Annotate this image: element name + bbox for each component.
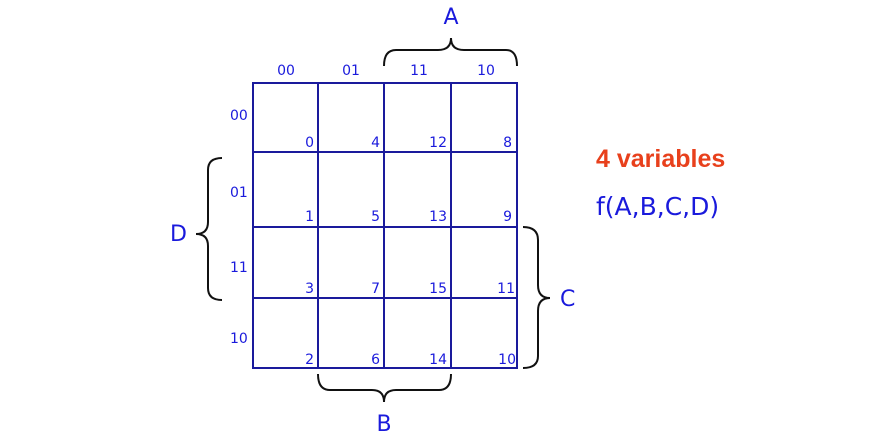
variable-label-d: D bbox=[170, 222, 187, 247]
cell-number: 8 bbox=[503, 135, 512, 151]
cell-number: 13 bbox=[429, 209, 447, 225]
row-codes: 00 01 11 10 bbox=[230, 108, 248, 347]
title: 4 variables bbox=[596, 145, 725, 173]
column-code: 00 bbox=[277, 63, 295, 79]
kmap-grid bbox=[252, 82, 518, 369]
cell-number: 5 bbox=[371, 209, 380, 225]
row-code: 11 bbox=[230, 260, 248, 276]
variable-label-a: A bbox=[443, 5, 458, 30]
cell-number: 4 bbox=[371, 135, 380, 151]
column-code: 10 bbox=[477, 63, 495, 79]
row-code: 01 bbox=[230, 185, 248, 201]
top-brace bbox=[383, 37, 518, 67]
bottom-brace bbox=[317, 373, 452, 403]
left-brace bbox=[195, 157, 223, 301]
cell-numbers: 0 4 12 8 1 5 13 9 3 7 15 11 2 6 14 10 bbox=[305, 135, 516, 368]
right-brace bbox=[522, 226, 551, 369]
variable-label-b: B bbox=[376, 412, 391, 436]
variable-label-c: C bbox=[560, 287, 575, 312]
cell-number: 11 bbox=[497, 281, 515, 297]
cell-number: 14 bbox=[429, 352, 447, 368]
cell-number: 6 bbox=[371, 352, 380, 368]
cell-number: 9 bbox=[503, 209, 512, 225]
cell-number: 3 bbox=[305, 281, 314, 297]
cell-number: 2 bbox=[305, 352, 314, 368]
function-label: f(A,B,C,D) bbox=[596, 192, 719, 221]
cell-number: 0 bbox=[305, 135, 314, 151]
cell-number: 12 bbox=[429, 135, 447, 151]
cell-number: 7 bbox=[371, 281, 380, 297]
column-code: 01 bbox=[342, 63, 360, 79]
row-code: 10 bbox=[230, 331, 248, 347]
column-codes: 00 01 11 10 bbox=[277, 63, 495, 79]
column-code: 11 bbox=[410, 63, 428, 79]
cell-number: 15 bbox=[429, 281, 447, 297]
cell-number: 1 bbox=[305, 209, 314, 225]
cell-number: 10 bbox=[498, 352, 516, 368]
row-code: 00 bbox=[230, 108, 248, 124]
